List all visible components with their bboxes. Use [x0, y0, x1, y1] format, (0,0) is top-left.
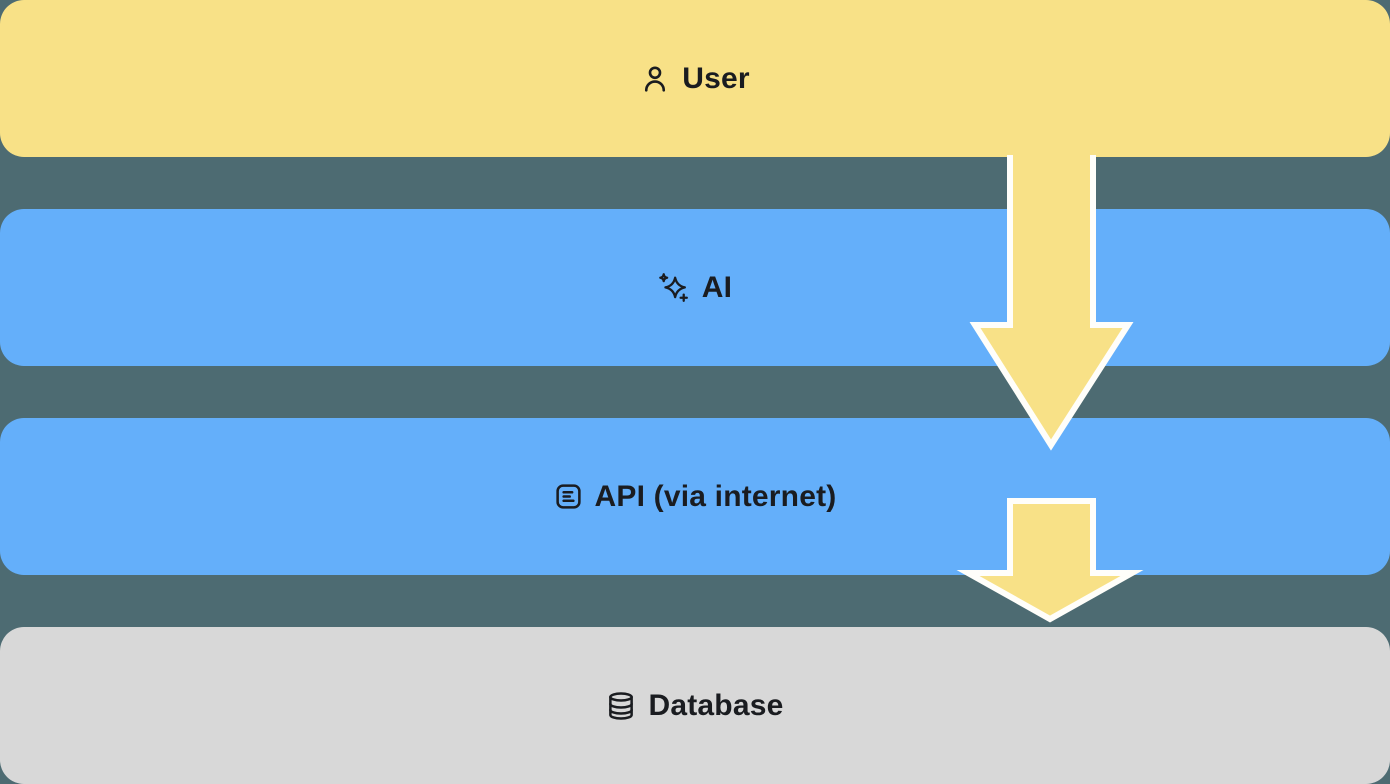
layer-database: Database — [0, 627, 1390, 784]
api-list-icon — [554, 482, 583, 511]
user-icon — [640, 64, 670, 94]
database-icon — [606, 691, 636, 721]
layer-api: API (via internet) — [0, 418, 1390, 575]
layer-label: AI — [701, 270, 733, 304]
sparkles-icon — [658, 272, 690, 304]
layer-user: User — [0, 0, 1390, 157]
layer-label: API (via internet) — [594, 479, 837, 513]
layer-label: Database — [648, 688, 784, 722]
layer-ai: AI — [0, 209, 1390, 366]
layer-label: User — [682, 61, 750, 95]
